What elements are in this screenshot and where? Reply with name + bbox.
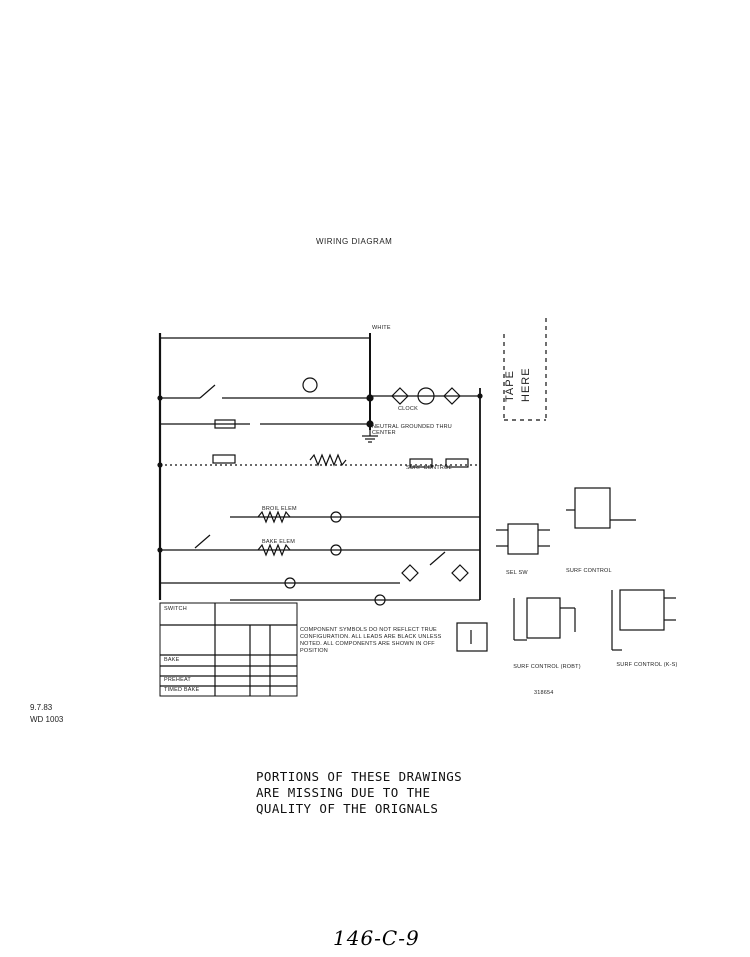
bake-element [257, 543, 291, 557]
switch-table-row-preheat: PREHEAT [164, 677, 191, 683]
bake-element-label: BAKE ELEM [262, 539, 295, 545]
selector-switch-label: SEL SW [506, 570, 528, 576]
surface-control-robertshaw-label: SURF CONTROL (ROBT) [513, 664, 581, 670]
date-code: 9.7.83 WD 1003 [30, 702, 63, 726]
white-label: WHITE [372, 325, 391, 331]
switch-table [159, 602, 298, 697]
broil-element [257, 510, 291, 524]
handwritten-page-number: 146-C-9 [333, 926, 420, 950]
drawing-date: 9.7.83 [30, 703, 53, 712]
missing-portions-notice: PORTIONS OF THESE DRAWINGS ARE MISSING D… [256, 769, 463, 816]
surface-control-robertshaw-symbol [526, 597, 561, 639]
clock-circle [417, 387, 435, 405]
tape-here-label: TAPE HERE [498, 362, 540, 406]
clock-label: CLOCK [398, 406, 418, 412]
surface-element [309, 453, 347, 467]
diagram-title: WIRING DIAGRAM [316, 237, 393, 246]
tape-label: TAPE [504, 370, 516, 402]
part-number: 318654 [534, 690, 554, 696]
ground-label: NEUTRAL GROUNDED THRU CENTER [372, 424, 452, 436]
switch-table-row-timed-bake: TIMED BAKE [164, 687, 200, 693]
surface-control-ks-symbol [619, 589, 665, 631]
selector-switch-symbol [507, 523, 539, 555]
clock-symbol [456, 622, 488, 652]
surface-control-top-label: SURF CONTROL [566, 568, 612, 574]
surface-control-ks-label: SURF CONTROL (K-S) [616, 662, 678, 668]
here-label: HERE [520, 367, 532, 402]
light-circle [302, 377, 318, 393]
drawing-code: WD 1003 [30, 715, 64, 724]
broil-element-label: BROIL ELEM [262, 506, 297, 512]
surface-control-top-symbol [574, 487, 611, 529]
component-note: COMPONENT SYMBOLS DO NOT REFLECT TRUE CO… [300, 627, 442, 654]
switch-table-row-bake: BAKE [164, 657, 180, 663]
surface-control-label: SURF CONTROL [406, 465, 452, 471]
switch-table-header: SWITCH [164, 606, 187, 612]
